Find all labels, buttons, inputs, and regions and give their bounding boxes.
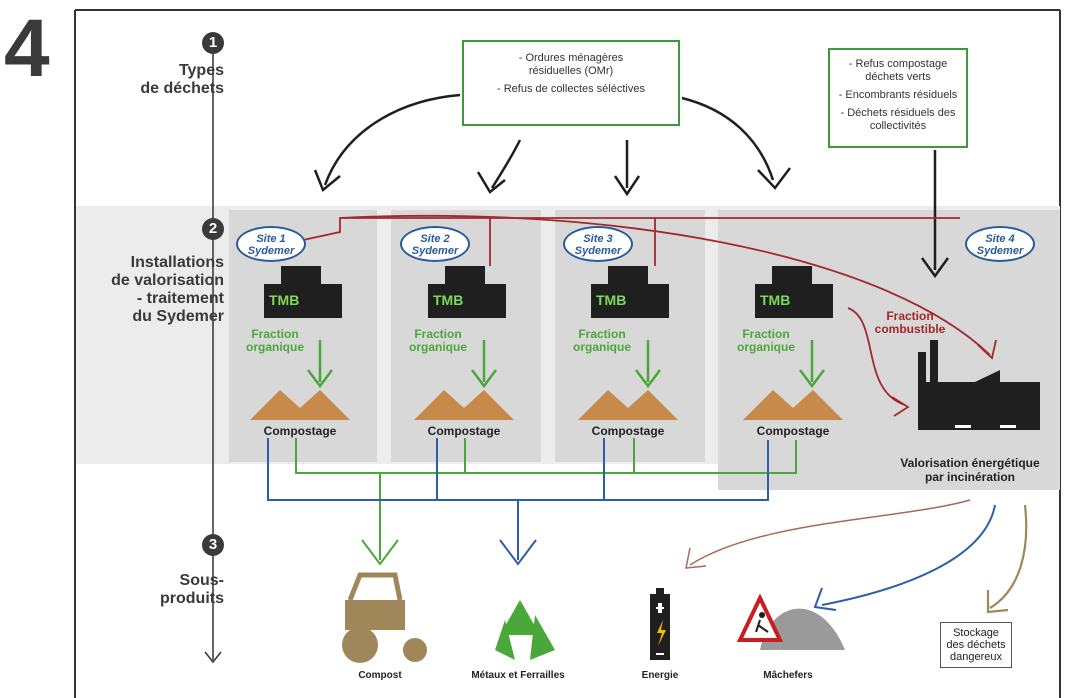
metal-flow-lines bbox=[267, 438, 996, 611]
fraction-organique-4-line2: organique bbox=[736, 340, 795, 354]
waste-box-other: - Refus compostage déchets verts - Encom… bbox=[828, 48, 968, 148]
tractor-icon bbox=[342, 572, 427, 663]
fraction-combustible-line1: Fraction bbox=[886, 309, 934, 323]
fraction-combustible-label: Fraction combustible bbox=[860, 310, 960, 336]
compost-flow-lines bbox=[295, 438, 797, 566]
row-label-installations: Installations de valorisation - traiteme… bbox=[111, 254, 224, 326]
fraction-organique-1-line1: Fraction bbox=[251, 327, 299, 341]
waste-refus-compostage: - Refus compostage déchets verts bbox=[848, 58, 948, 83]
stockage-line3: dangereux bbox=[950, 651, 1002, 663]
site-3-line1: Site 3 bbox=[583, 233, 613, 245]
timeline-arrow-icon bbox=[204, 651, 222, 664]
row-label-types-line2: de déchets bbox=[140, 80, 224, 97]
compostage-label-1: Compostage bbox=[263, 424, 337, 438]
stockage-line1: Stockage bbox=[953, 627, 999, 639]
waste-encombrants: - Encombrants résiduels bbox=[838, 89, 958, 101]
site-4-line1: Site 4 bbox=[985, 233, 1015, 245]
row-label-types: Types de déchets bbox=[140, 62, 224, 98]
row-label-types-line1: Types bbox=[178, 62, 224, 79]
valorisation-label: Valorisation énergétique par incinératio… bbox=[880, 456, 1060, 484]
combustible-flow-lines bbox=[279, 214, 997, 417]
hazardous-flow-line bbox=[986, 504, 1028, 614]
fraction-organique-3-line1: Fraction bbox=[578, 327, 626, 341]
organic-arrows bbox=[307, 340, 825, 389]
waste-box-omr: - Ordures ménagères résiduelles (OMr) - … bbox=[462, 40, 680, 126]
product-energie-label: Energie bbox=[641, 670, 679, 681]
waste-refus-collectes: - Refus de collectes séléctives bbox=[497, 83, 645, 95]
fraction-combustible-line2: combustible bbox=[874, 322, 946, 336]
fraction-organique-3-line2: organique bbox=[572, 340, 631, 354]
compostage-label-4: Compostage bbox=[756, 424, 830, 438]
tmb-label-3: TMB bbox=[596, 292, 627, 308]
fraction-organique-1-line2: organique bbox=[245, 340, 304, 354]
row-label-sous-produits-line1: Sous- bbox=[179, 572, 224, 589]
tmb-label-1: TMB bbox=[269, 292, 300, 308]
product-metaux-label: Métaux et Ferrailles bbox=[471, 670, 565, 681]
site-3-line2: Sydemer bbox=[574, 245, 622, 257]
compostage-label-2: Compostage bbox=[427, 424, 501, 438]
tmb-body-4: TMB bbox=[755, 284, 833, 318]
tmb-body-3: TMB bbox=[591, 284, 669, 318]
fraction-organique-2-line1: Fraction bbox=[414, 327, 462, 341]
site-1-line1: Site 1 bbox=[256, 233, 286, 245]
compost-piles bbox=[250, 390, 843, 420]
fraction-organique-4-line1: Fraction bbox=[742, 327, 790, 341]
tmb-label-2: TMB bbox=[433, 292, 464, 308]
valorisation-line1: Valorisation énergétique bbox=[900, 456, 1040, 470]
row-label-installations-line3: - traitement bbox=[136, 290, 224, 307]
step-3-badge: 3 bbox=[202, 534, 224, 556]
site-2-line2: Sydemer bbox=[411, 245, 459, 257]
valorisation-line2: par incinération bbox=[924, 470, 1016, 484]
stockage-line2: des déchets bbox=[946, 639, 1006, 651]
tmb-roof-1 bbox=[281, 266, 321, 284]
site-4-line2: Sydemer bbox=[976, 245, 1024, 257]
bottom-ash-icon bbox=[736, 593, 845, 650]
tmb-label-4: TMB bbox=[760, 292, 791, 308]
factory-icon bbox=[918, 340, 1040, 430]
recycle-icon bbox=[495, 600, 555, 660]
row-label-installations-line4: du Sydemer bbox=[132, 308, 224, 325]
tmb-body-2: TMB bbox=[428, 284, 506, 318]
section-number: 4 bbox=[4, 3, 50, 94]
product-machefers-label: Mâchefers bbox=[763, 670, 813, 681]
row-label-installations-line1: Installations bbox=[130, 254, 224, 271]
stockage-box: Stockage des déchets dangereux bbox=[940, 622, 1012, 668]
row-label-sous-produits: Sous- produits bbox=[160, 572, 224, 608]
step-1-badge: 1 bbox=[202, 32, 224, 54]
row-label-installations-line2: de valorisation bbox=[111, 272, 224, 289]
site-1-line2: Sydemer bbox=[247, 245, 295, 257]
step-2-badge: 2 bbox=[202, 218, 224, 240]
compostage-label-3: Compostage bbox=[591, 424, 665, 438]
battery-icon bbox=[650, 588, 670, 660]
fraction-organique-2-line2: organique bbox=[408, 340, 467, 354]
energy-flow-line bbox=[685, 499, 971, 569]
tmb-body-1: TMB bbox=[264, 284, 342, 318]
row-label-sous-produits-line2: produits bbox=[160, 590, 224, 607]
site-2-line1: Site 2 bbox=[420, 233, 450, 245]
waste-dechets-collectivites: - Déchets résiduels des collectivités bbox=[840, 107, 956, 132]
product-compost-label: Compost bbox=[358, 670, 402, 681]
tmb-roof-2 bbox=[445, 266, 485, 284]
waste-omr: - Ordures ménagères résiduelles (OMr) bbox=[518, 52, 624, 77]
tmb-roof-4 bbox=[772, 266, 812, 284]
waste-flow-arrows bbox=[313, 93, 950, 279]
tmb-roof-3 bbox=[608, 266, 648, 284]
